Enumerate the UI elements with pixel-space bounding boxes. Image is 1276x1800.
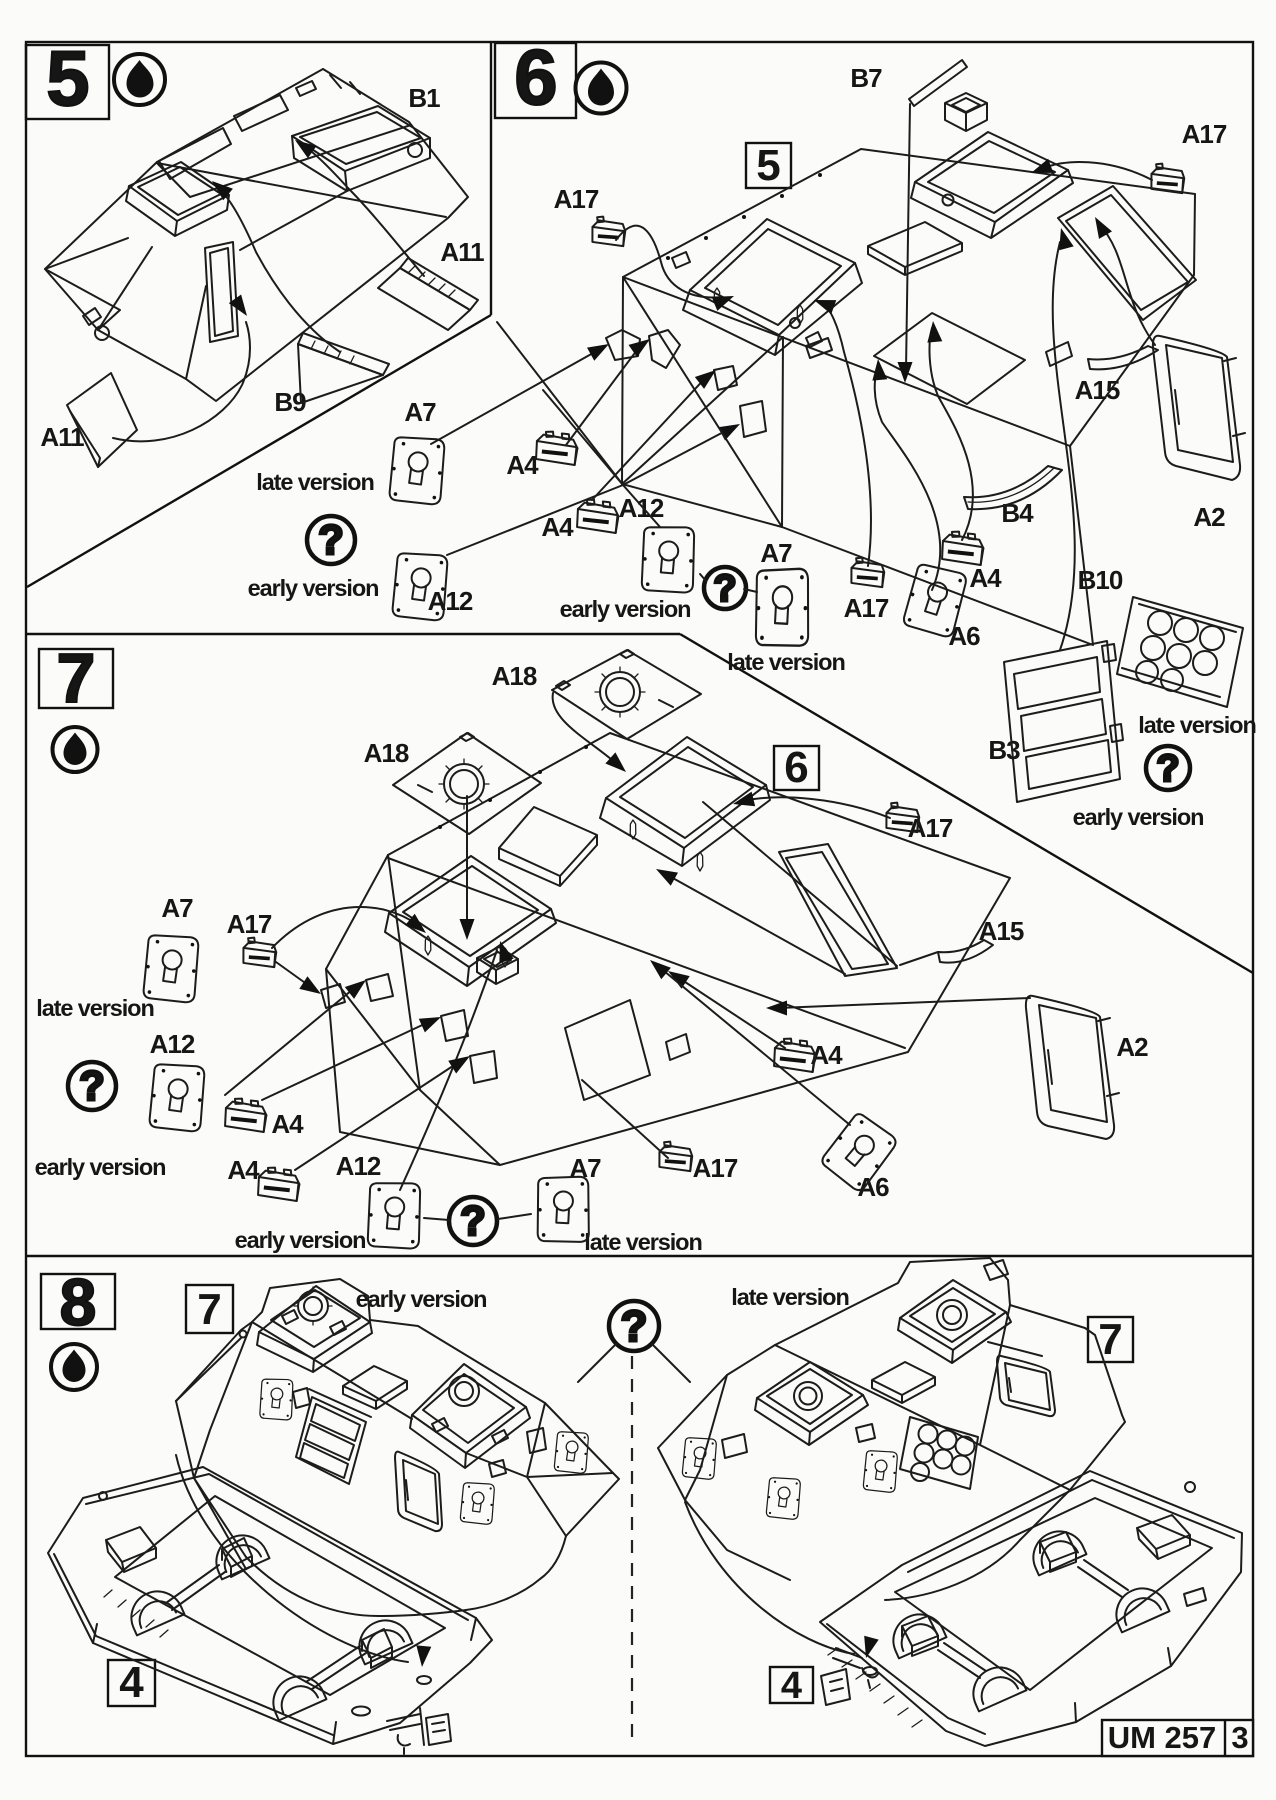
svg-text:3: 3 — [1231, 1720, 1248, 1755]
svg-text:A4: A4 — [227, 1155, 260, 1185]
svg-text:A17: A17 — [227, 909, 272, 939]
svg-text:5: 5 — [46, 34, 89, 122]
svg-text:A4: A4 — [969, 563, 1002, 593]
svg-text:A17: A17 — [554, 184, 599, 214]
svg-text:early version: early version — [248, 575, 379, 601]
svg-text:6: 6 — [514, 33, 557, 121]
svg-text:late version: late version — [36, 995, 153, 1021]
svg-text:?: ? — [460, 1197, 486, 1244]
svg-text:A17: A17 — [844, 593, 889, 623]
svg-text:early version: early version — [235, 1227, 366, 1253]
svg-text:A15: A15 — [1075, 375, 1120, 405]
svg-text:5: 5 — [756, 141, 780, 190]
svg-text:A2: A2 — [1116, 1032, 1148, 1062]
svg-text:late version: late version — [727, 649, 844, 675]
svg-text:UM 257: UM 257 — [1108, 1720, 1217, 1755]
svg-text:early version: early version — [35, 1154, 166, 1180]
svg-text:?: ? — [621, 1302, 648, 1351]
svg-text:?: ? — [713, 568, 736, 610]
svg-text:A17: A17 — [1182, 119, 1227, 149]
svg-text:B7: B7 — [850, 63, 882, 93]
svg-text:A4: A4 — [271, 1109, 304, 1139]
svg-text:A12: A12 — [428, 586, 473, 616]
svg-text:8: 8 — [60, 1265, 97, 1339]
svg-text:A2: A2 — [1193, 502, 1225, 532]
svg-text:late version: late version — [584, 1229, 701, 1255]
svg-text:A12: A12 — [336, 1151, 381, 1181]
svg-text:?: ? — [79, 1062, 105, 1109]
svg-text:A6: A6 — [948, 621, 980, 651]
svg-text:A7: A7 — [161, 893, 193, 923]
svg-text:A11: A11 — [440, 237, 484, 267]
svg-text:4: 4 — [119, 1658, 144, 1707]
svg-text:B1: B1 — [408, 83, 440, 113]
svg-text:A17: A17 — [908, 813, 953, 843]
svg-text:A18: A18 — [492, 661, 537, 691]
svg-text:A12: A12 — [150, 1029, 195, 1059]
svg-text:late version: late version — [1138, 712, 1255, 738]
svg-text:A4: A4 — [541, 512, 574, 542]
svg-text:early version: early version — [356, 1286, 487, 1312]
svg-text:early version: early version — [560, 596, 691, 622]
svg-text:early version: early version — [1073, 804, 1204, 830]
svg-text:late version: late version — [731, 1284, 848, 1310]
svg-text:?: ? — [1156, 748, 1179, 790]
svg-text:A17: A17 — [693, 1153, 738, 1183]
svg-text:B3: B3 — [988, 735, 1020, 765]
svg-text:A12: A12 — [619, 493, 664, 523]
svg-text:A7: A7 — [760, 538, 792, 568]
svg-text:A18: A18 — [364, 738, 409, 768]
svg-text:A6: A6 — [857, 1172, 889, 1202]
svg-text:B4: B4 — [1001, 498, 1034, 528]
svg-text:4: 4 — [781, 1665, 802, 1707]
svg-text:A7: A7 — [404, 397, 436, 427]
svg-text:6: 6 — [784, 743, 808, 792]
svg-text:late version: late version — [256, 469, 373, 495]
svg-text:A4: A4 — [506, 450, 539, 480]
svg-text:7: 7 — [57, 639, 96, 717]
svg-text:?: ? — [318, 516, 344, 563]
svg-text:7: 7 — [197, 1285, 221, 1334]
